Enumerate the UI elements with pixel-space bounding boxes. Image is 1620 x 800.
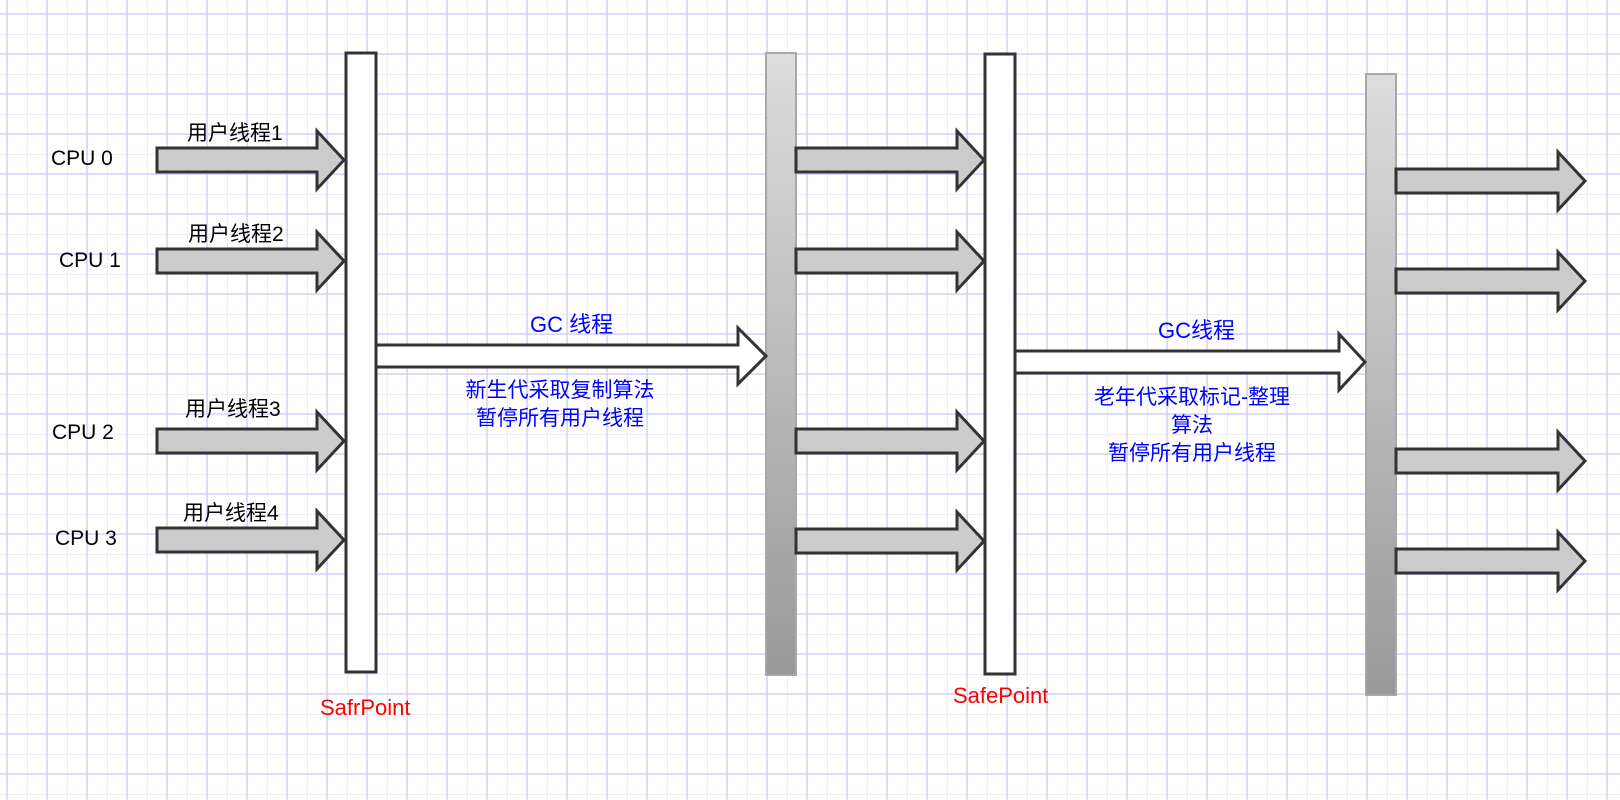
user-thread-arrow-1 <box>155 127 347 193</box>
cpu-label-1: CPU 1 <box>59 249 121 272</box>
gc-thread-arrow-1 <box>374 324 769 388</box>
post-gc-thread-arrow-1 <box>1394 148 1588 214</box>
gc-description-2-line-2: 算法 <box>1171 414 1213 437</box>
resumed-thread-arrow-3 <box>794 408 987 474</box>
gc-description-1-line-2: 暂停所有用户线程 <box>476 407 644 430</box>
gc-description-2-line-1: 老年代采取标记-整理 <box>1094 386 1290 409</box>
thread-label-3: 用户线程3 <box>185 398 281 421</box>
arrows-layer <box>155 127 1588 594</box>
gc-description-1: 新生代采取复制算法 暂停所有用户线程 <box>440 377 680 433</box>
cpu-label-0: CPU 0 <box>51 147 113 170</box>
gc-thread-label-2: GC线程 <box>1158 318 1236 343</box>
thread-label-4: 用户线程4 <box>183 502 279 525</box>
gc-thread-label-1: GC 线程 <box>530 312 614 337</box>
post-gc-thread-arrow-2 <box>1394 248 1588 314</box>
thread-label-1: 用户线程1 <box>187 122 283 145</box>
gc-description-2-line-3: 暂停所有用户线程 <box>1108 442 1276 465</box>
gc-thread-arrow-2 <box>1013 330 1368 394</box>
post-gc-thread-arrow-3 <box>1394 428 1588 494</box>
resumed-thread-arrow-4 <box>794 508 987 574</box>
user-thread-arrow-2 <box>155 228 347 294</box>
running-bar-2 <box>1365 73 1397 696</box>
safepoint-label-1: SafrPoint <box>320 695 411 720</box>
user-thread-arrow-4 <box>155 507 347 573</box>
cpu-label-2: CPU 2 <box>52 421 114 444</box>
post-gc-thread-arrow-4 <box>1394 528 1588 594</box>
thread-label-2: 用户线程2 <box>188 223 284 246</box>
gc-description-2: 老年代采取标记-整理 算法 暂停所有用户线程 <box>1072 384 1312 468</box>
running-bar-1 <box>765 52 797 676</box>
resumed-thread-arrow-1 <box>794 127 987 193</box>
safepoint-bar-1 <box>344 51 378 674</box>
resumed-thread-arrow-2 <box>794 228 987 294</box>
bars-layer <box>344 51 1397 696</box>
user-thread-arrow-3 <box>155 408 347 474</box>
safepoint-bar-2 <box>983 52 1017 676</box>
safepoint-label-2: SafePoint <box>953 683 1049 708</box>
gc-description-1-line-1: 新生代采取复制算法 <box>465 379 655 402</box>
cpu-label-3: CPU 3 <box>55 527 117 550</box>
